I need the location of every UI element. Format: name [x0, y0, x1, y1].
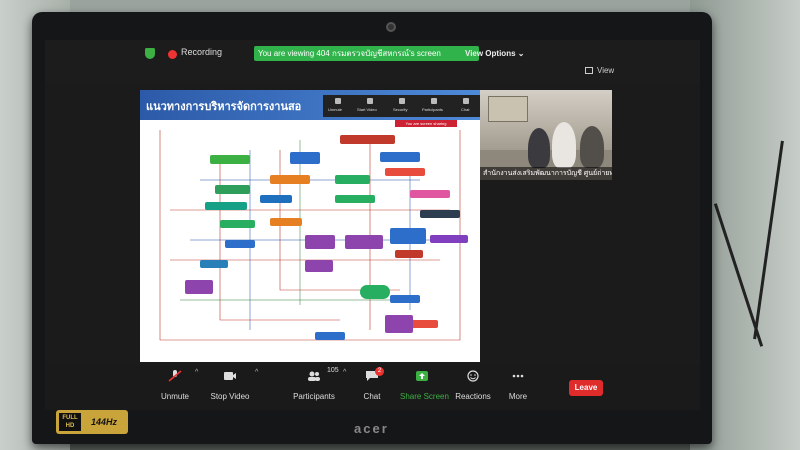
mini-unmute: Unmute [328, 107, 343, 112]
chat-button[interactable]: Chat 2 [360, 367, 384, 401]
refresh-rate-label: 144Hz [90, 417, 117, 427]
shared-screen-content: แนวทางการบริหารจัดการงานสอ Unmute Start … [140, 90, 480, 362]
flow-node [340, 135, 395, 144]
more-button[interactable]: More [503, 369, 533, 401]
participants-icon [308, 371, 320, 381]
full-hd-label: FULL HD [59, 413, 81, 431]
flow-node [200, 260, 228, 268]
view-options-button[interactable]: View Options ⌄ [465, 49, 524, 58]
share-screen-button[interactable]: Share Screen [400, 369, 449, 401]
flow-node [270, 218, 302, 226]
microphone-icon [335, 98, 341, 104]
unmute-label: Unmute [160, 392, 189, 401]
flow-node [305, 260, 333, 272]
stop-video-label: Stop Video [210, 392, 250, 401]
flow-node [390, 228, 426, 244]
mini-security: Security [393, 107, 408, 112]
laptop-brand-logo: acer [354, 421, 389, 436]
flow-node [335, 175, 370, 184]
participants-button[interactable]: Participants [289, 369, 339, 401]
share-screen-icon [416, 371, 428, 381]
flow-node [210, 155, 250, 164]
chevron-up-icon[interactable]: ^ [343, 369, 347, 376]
participants-label: Participants [293, 392, 335, 401]
microphone-muted-icon [168, 370, 182, 382]
doc-title: แนวทางการบริหารจัดการงานสอ [146, 101, 302, 113]
participant-video-tile[interactable]: สำนักงานส่งเสริมพัฒนาการบัญชี ศูนย์ถ่ายท… [480, 90, 612, 180]
flow-node [225, 240, 255, 248]
meeting-toolbar: Unmute ^ Stop Video ^ Participants 105 ^… [45, 365, 700, 410]
chat-label: Chat [363, 392, 381, 401]
mini-participants: Participants [422, 107, 443, 112]
chat-icon [463, 98, 469, 104]
flow-node [410, 190, 450, 198]
flow-node [410, 320, 438, 328]
more-icon [512, 374, 524, 378]
flow-node [290, 152, 320, 164]
flow-node [220, 220, 255, 228]
leave-button[interactable]: Leave [569, 380, 603, 396]
flow-node [385, 315, 413, 333]
chevron-up-icon[interactable]: ^ [255, 369, 259, 376]
video-camera-icon [224, 372, 236, 380]
flow-node [270, 175, 310, 184]
chat-badge: 2 [375, 367, 384, 376]
participants-count: 105 [327, 367, 339, 374]
chevron-down-icon: ⌄ [517, 49, 525, 58]
presenter-toolbar: Unmute Start Video Security Participants… [323, 95, 480, 117]
participant-name: สำนักงานส่งเสริมพัฒนาการบัญชี ศูนย์ถ่ายท… [480, 167, 612, 180]
smiley-icon [467, 370, 479, 382]
view-grid-icon[interactable] [585, 67, 593, 74]
flow-node [345, 235, 383, 249]
participant-person [528, 128, 550, 168]
flow-node [420, 210, 460, 218]
screen-sharing-indicator: You are screen sharing [395, 120, 457, 127]
meeting-top-bar: Recording You are viewing 404 กรมตรวจบัญ… [45, 40, 700, 84]
full-hd-sticker: FULL HD 144Hz [56, 410, 128, 434]
shield-icon[interactable] [145, 48, 155, 59]
flow-node [390, 295, 420, 303]
flow-node [430, 235, 468, 243]
flow-node [315, 332, 345, 340]
reactions-label: Reactions [455, 392, 491, 401]
participants-icon [431, 98, 437, 104]
flow-node [360, 285, 390, 299]
unmute-button[interactable]: Unmute [155, 369, 195, 401]
flow-node [205, 202, 247, 210]
flow-node [260, 195, 292, 203]
flow-node [385, 168, 425, 176]
reactions-button[interactable]: Reactions [455, 369, 491, 401]
flow-node [335, 195, 375, 203]
participant-person [580, 126, 604, 168]
video-icon [367, 98, 373, 104]
video-notice-board [488, 96, 528, 122]
viewing-banner: You are viewing 404 กรมตรวจบัญชีสหกรณ์'s… [254, 46, 479, 61]
share-screen-label: Share Screen [400, 392, 449, 401]
flow-node [395, 250, 423, 258]
mini-chat: Chat [461, 107, 470, 112]
chevron-up-icon[interactable]: ^ [195, 369, 199, 376]
recording-icon [168, 50, 177, 59]
laptop-screen: Recording You are viewing 404 กรมตรวจบัญ… [45, 40, 700, 410]
flow-node [305, 235, 335, 249]
flow-node [380, 152, 420, 162]
stop-video-button[interactable]: Stop Video [207, 369, 253, 401]
webcam [386, 22, 396, 32]
security-icon [399, 98, 405, 104]
view-options-label: View Options [465, 49, 516, 58]
participant-person [552, 122, 576, 168]
more-label: More [508, 392, 528, 401]
view-button[interactable]: View [597, 66, 615, 75]
recording-label: Recording [181, 47, 223, 57]
mini-start-video: Start Video [357, 107, 377, 112]
flow-node [185, 280, 213, 294]
flow-node [215, 185, 250, 194]
